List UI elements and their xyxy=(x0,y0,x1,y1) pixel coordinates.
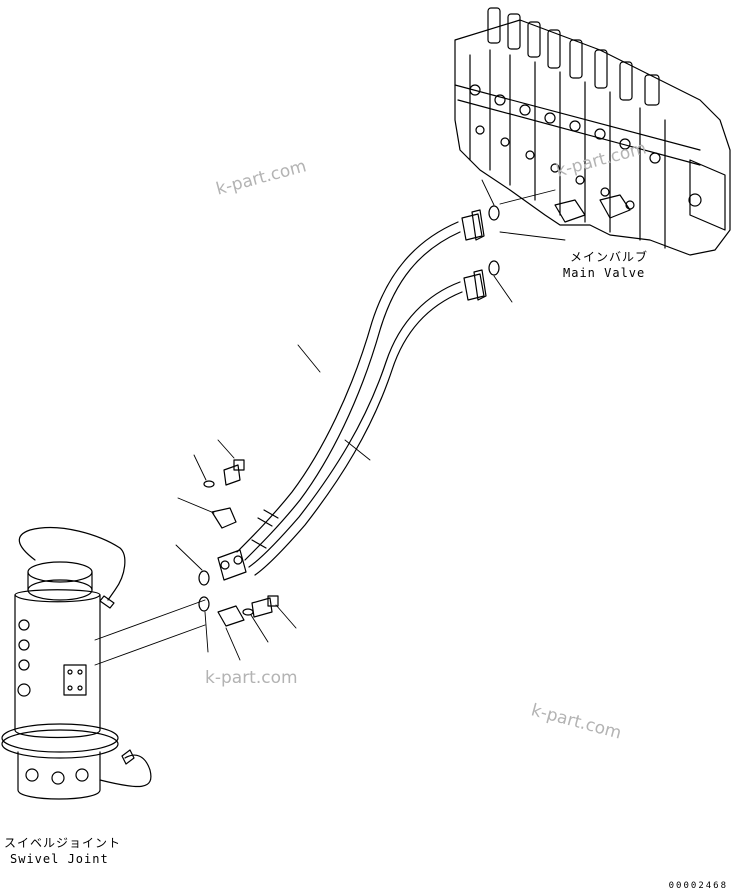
o-ring-swivel-upper xyxy=(198,570,210,586)
bolt-lower xyxy=(242,595,279,618)
swivel-joint-label-jp: スイベルジョイント xyxy=(4,836,122,850)
leader-lines xyxy=(175,179,566,661)
upper-hose xyxy=(236,209,485,561)
main-valve xyxy=(454,7,731,256)
bolt-upper xyxy=(203,459,245,488)
watermark-3: k-part.com xyxy=(205,668,298,688)
swivel-joint xyxy=(1,526,152,800)
o-ring-swivel-lower xyxy=(198,596,210,612)
o-ring-lower xyxy=(488,260,500,276)
drawing-number: 00002468 xyxy=(668,881,728,891)
lower-hose xyxy=(248,269,487,576)
main-valve-label-en: Main Valve xyxy=(563,266,646,280)
flange-assembly xyxy=(211,507,247,627)
swivel-joint-label-en: Swivel Joint xyxy=(10,852,109,866)
main-valve-label-jp: メインバルブ xyxy=(570,250,649,264)
o-ring-upper xyxy=(488,205,500,221)
